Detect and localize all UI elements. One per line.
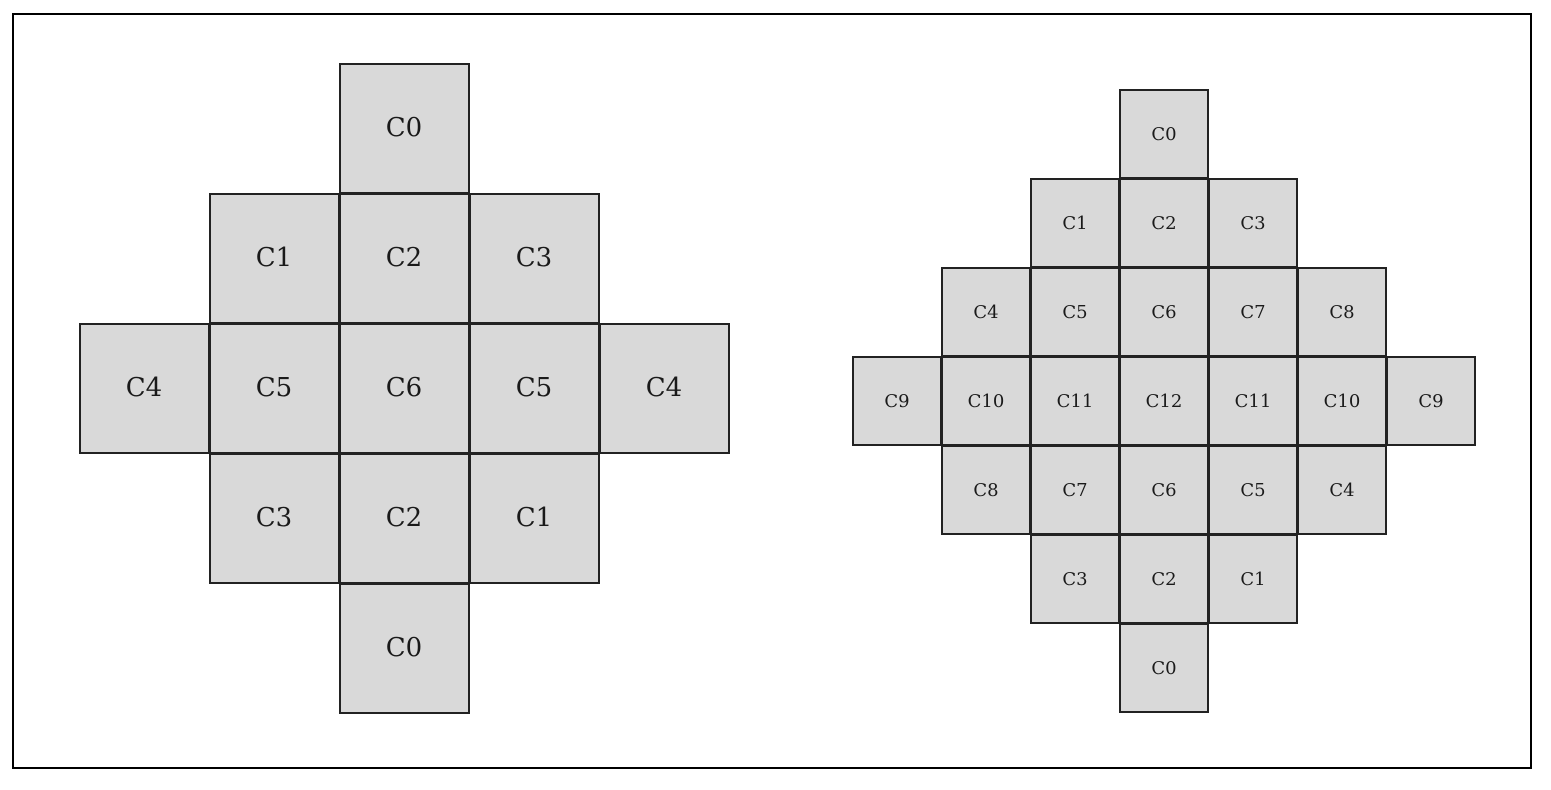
grid-cell: C3 [1030, 534, 1120, 624]
grid-cell: C5 [1208, 445, 1298, 535]
grid-cell: C9 [1386, 356, 1476, 446]
grid-cell: C7 [1030, 445, 1120, 535]
grid-cell: C3 [468, 192, 600, 324]
grid-cell: C2 [338, 452, 470, 584]
grid-cell: C5 [468, 322, 600, 454]
grid-cell: C7 [1208, 267, 1298, 357]
grid-cell: C12 [1119, 356, 1209, 446]
grid-cell: C5 [1030, 267, 1120, 357]
grid-cell: C5 [208, 322, 340, 454]
grid-cell: C4 [78, 322, 210, 454]
grid-cell: C1 [468, 452, 600, 584]
grid-cell: C0 [338, 62, 470, 194]
grid-cell: C11 [1208, 356, 1298, 446]
grid-cell: C8 [1297, 267, 1387, 357]
grid-cell: C2 [1119, 534, 1209, 624]
grid-cell: C6 [1119, 267, 1209, 357]
grid-cell: C1 [1208, 534, 1298, 624]
grid-cell: C0 [338, 582, 470, 714]
grid-cell: C2 [338, 192, 470, 324]
grid-cell: C2 [1119, 178, 1209, 268]
grid-cell: C8 [941, 445, 1031, 535]
grid-cell: C10 [1297, 356, 1387, 446]
grid-cell: C4 [1297, 445, 1387, 535]
grid-cell: C3 [1208, 178, 1298, 268]
grid-cell: C4 [598, 322, 730, 454]
grid-cell: C9 [852, 356, 942, 446]
grid-cell: C1 [208, 192, 340, 324]
grid-cell: C11 [1030, 356, 1120, 446]
grid-cell: C6 [338, 322, 470, 454]
grid-cell: C0 [1119, 623, 1209, 713]
grid-cell: C6 [1119, 445, 1209, 535]
grid-cell: C3 [208, 452, 340, 584]
grid-cell: C0 [1119, 89, 1209, 179]
grid-cell: C4 [941, 267, 1031, 357]
grid-cell: C10 [941, 356, 1031, 446]
grid-cell: C1 [1030, 178, 1120, 268]
